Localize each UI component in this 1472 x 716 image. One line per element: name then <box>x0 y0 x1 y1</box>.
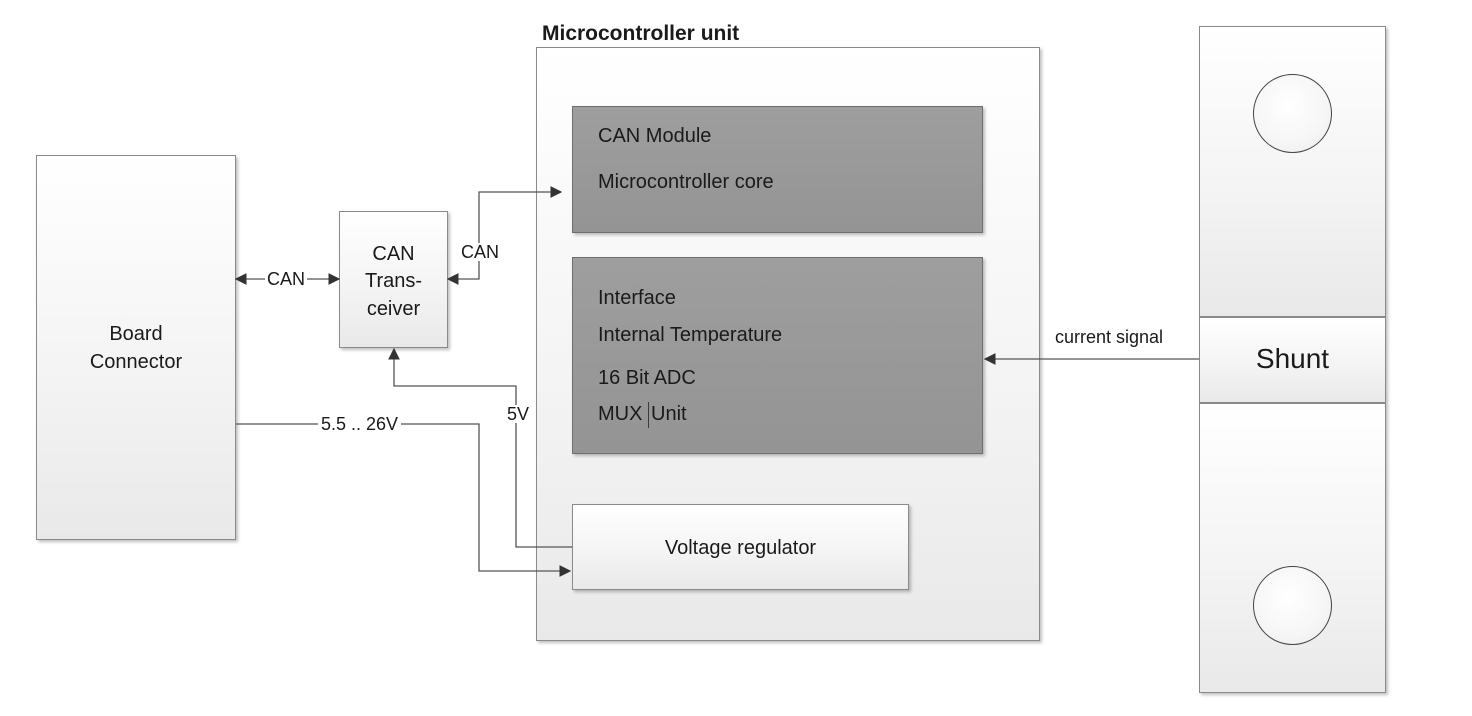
can-module-label: CAN Module <box>598 125 712 147</box>
can-module-block: CAN Module Microcontroller core <box>572 106 983 233</box>
can-transceiver-label-line3: ceiver <box>366 298 421 320</box>
shunt-mounting-hole-top <box>1253 74 1332 153</box>
microcontroller-core-label: Microcontroller core <box>598 171 774 193</box>
can-label-board-transceiver: CAN <box>265 269 308 289</box>
unit-label: Unit <box>651 403 687 425</box>
can-bus-line-transceiver-mcu <box>446 186 563 285</box>
adc-label: 16 Bit ADC <box>598 367 696 389</box>
board-connector-label-line1: Board <box>109 323 163 345</box>
voltage-regulator-box: Voltage regulator <box>572 504 909 590</box>
supply-voltage-line <box>236 423 572 577</box>
interface-adc-block: Interface Internal Temperature 16 Bit AD… <box>572 257 983 454</box>
mcu-title: Microcontroller unit <box>542 22 740 45</box>
internal-temperature-label: Internal Temperature <box>598 324 783 346</box>
board-connector-box: Board Connector <box>36 155 236 540</box>
regulated-voltage-label: 5V <box>505 404 532 424</box>
current-signal-label: current signal <box>1055 327 1164 347</box>
mux-label: MUX <box>598 403 643 425</box>
supply-voltage-label: 5.5 .. 26V <box>318 415 402 433</box>
board-connector-label-line2: Connector <box>89 351 183 373</box>
shunt-label: Shunt <box>1255 343 1330 374</box>
shunt-middle-section: Shunt <box>1199 317 1386 403</box>
can-label-transceiver-mcu: CAN <box>460 242 501 262</box>
voltage-regulator-label: Voltage regulator <box>664 537 817 559</box>
can-transceiver-label-line2: Trans- <box>364 270 423 292</box>
shunt-mounting-hole-bottom <box>1253 566 1332 645</box>
can-transceiver-label-line1: CAN <box>372 243 415 265</box>
interface-label: Interface <box>598 287 676 309</box>
regulated-5v-line <box>388 347 572 548</box>
mux-divider <box>648 402 649 428</box>
